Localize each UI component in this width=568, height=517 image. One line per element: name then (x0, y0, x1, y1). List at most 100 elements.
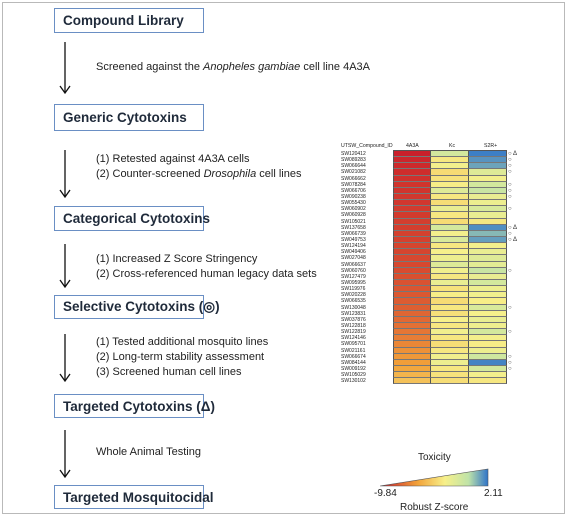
selection-marker-icon: ○ (508, 267, 512, 274)
heatmap-cell (393, 157, 431, 164)
heatmap-row-label: SW060760 (341, 267, 366, 274)
heatmap-cell (431, 249, 469, 256)
heatmap-cell (393, 298, 431, 305)
box-categorical-cytotoxins: Categorical Cytotoxins (54, 206, 210, 231)
heatmap-row (393, 181, 507, 188)
heatmap-cell (393, 249, 431, 256)
heatmap-cell (469, 206, 507, 213)
heatmap-cell (393, 292, 431, 299)
heatmap-cell (431, 200, 469, 207)
heatmap-cell (469, 359, 507, 366)
heatmap-row-label: SW021161 (341, 347, 366, 354)
selection-marker-icon: ○ (508, 187, 512, 194)
step-note-retest: (1) Retested against 4A3A cells (2) Coun… (96, 152, 301, 182)
heatmap-cell (469, 329, 507, 336)
heatmap-cell (393, 200, 431, 207)
heatmap-cell (469, 304, 507, 311)
heatmap-cell (431, 273, 469, 280)
heatmap-cell (469, 236, 507, 244)
heatmap-cell (469, 151, 507, 158)
box-generic-cytotoxins: Generic Cytotoxins (54, 104, 204, 131)
heatmap-cell (393, 212, 431, 219)
heatmap-row-label: SW066644 (341, 163, 366, 170)
heatmap-cell (469, 378, 507, 385)
step-line: (2) Counter-screened Drosophila cell lin… (96, 168, 302, 180)
heatmap-cell (393, 163, 431, 170)
heatmap-cell (431, 298, 469, 305)
step-line: (1) Increased Z Score Stringency (96, 253, 258, 265)
heatmap-cell (431, 236, 469, 244)
heatmap-row-label: SW130048 (341, 304, 366, 311)
heatmap-cell (431, 151, 469, 158)
heatmap-row-label: SW122818 (341, 322, 366, 329)
heatmap-cell (393, 322, 431, 330)
heatmap-cell (469, 169, 507, 176)
heatmap-cell (431, 212, 469, 219)
heatmap-cell (469, 243, 507, 250)
heatmap-cell (393, 273, 431, 280)
heatmap-row-label: SW066739 (341, 230, 366, 237)
heatmap-cell (393, 286, 431, 293)
heatmap-cell (393, 151, 431, 158)
heatmap-cell (469, 163, 507, 170)
selection-marker-icon: ○ (508, 365, 512, 372)
heatmap-row (393, 243, 507, 250)
legend-title: Toxicity (418, 452, 451, 463)
box-targeted-mosquitocidal: Targeted Mosquitocidal (54, 485, 214, 509)
heatmap-cell (431, 353, 469, 360)
legend-max-label: 2.11 (484, 488, 503, 499)
heatmap-cell (431, 206, 469, 213)
heatmap-cell (431, 175, 469, 182)
heatmap-cell (469, 298, 507, 305)
heatmap-cell (469, 218, 507, 225)
heatmap-row (393, 286, 507, 293)
heatmap-col-header: S2R+ (484, 143, 498, 149)
heatmap-cell (393, 193, 431, 201)
heatmap-row (393, 249, 507, 256)
heatmap-row (393, 341, 507, 348)
heatmap-row (393, 261, 507, 268)
heatmap-row (393, 279, 507, 287)
heatmap-cell (469, 310, 507, 317)
heatmap-cell (469, 181, 507, 188)
heatmap-cell (393, 267, 431, 274)
step-note-whole-animal: Whole Animal Testing (96, 446, 201, 458)
heatmap-row-label: SW105029 (341, 372, 366, 379)
legend-min-label: -9.84 (374, 488, 397, 499)
heatmap-row (393, 206, 507, 213)
heatmap-cell (393, 365, 431, 373)
selection-marker-icon: ○ (508, 359, 512, 366)
heatmap-row-label: SW078284 (341, 181, 366, 188)
heatmap-row-label: SW049753 (341, 236, 366, 243)
heatmap-row (393, 236, 507, 244)
heatmap-cell (469, 365, 507, 373)
heatmap-row-label: SW123831 (341, 310, 366, 317)
heatmap-cell (469, 335, 507, 342)
heatmap-cell (393, 347, 431, 354)
heatmap-row-label: SW066662 (341, 175, 366, 182)
selection-marker-icon: ○ Δ (508, 236, 517, 243)
heatmap-cell (393, 341, 431, 348)
heatmap-col-header: Kc (449, 143, 456, 149)
heatmap-row-label: SW124146 (341, 335, 366, 342)
heatmap-row-label: SW127479 (341, 273, 366, 280)
heatmap-row-label: SW066674 (341, 353, 366, 360)
heatmap-row-label: SW049406 (341, 249, 366, 256)
heatmap-row-label: SW066637 (341, 261, 366, 268)
heatmap-row-label: SW066535 (341, 298, 366, 305)
heatmap-row (393, 310, 507, 317)
heatmap-row (393, 267, 507, 274)
heatmap-row (393, 169, 507, 176)
heatmap-id-header: UTSW_Compound_ID (341, 143, 393, 149)
heatmap-row-label: SW105021 (341, 218, 366, 225)
heatmap-cell (393, 230, 431, 237)
selection-marker-icon: ○ (508, 353, 512, 360)
heatmap-row (393, 200, 507, 207)
heatmap-cell (393, 243, 431, 250)
heatmap-row-label: SW095995 (341, 279, 366, 286)
heatmap-cell (431, 329, 469, 336)
heatmap-cell (393, 261, 431, 268)
box-compound-library: Compound Library (54, 8, 204, 33)
heatmap-row-label: SW060902 (341, 206, 366, 213)
